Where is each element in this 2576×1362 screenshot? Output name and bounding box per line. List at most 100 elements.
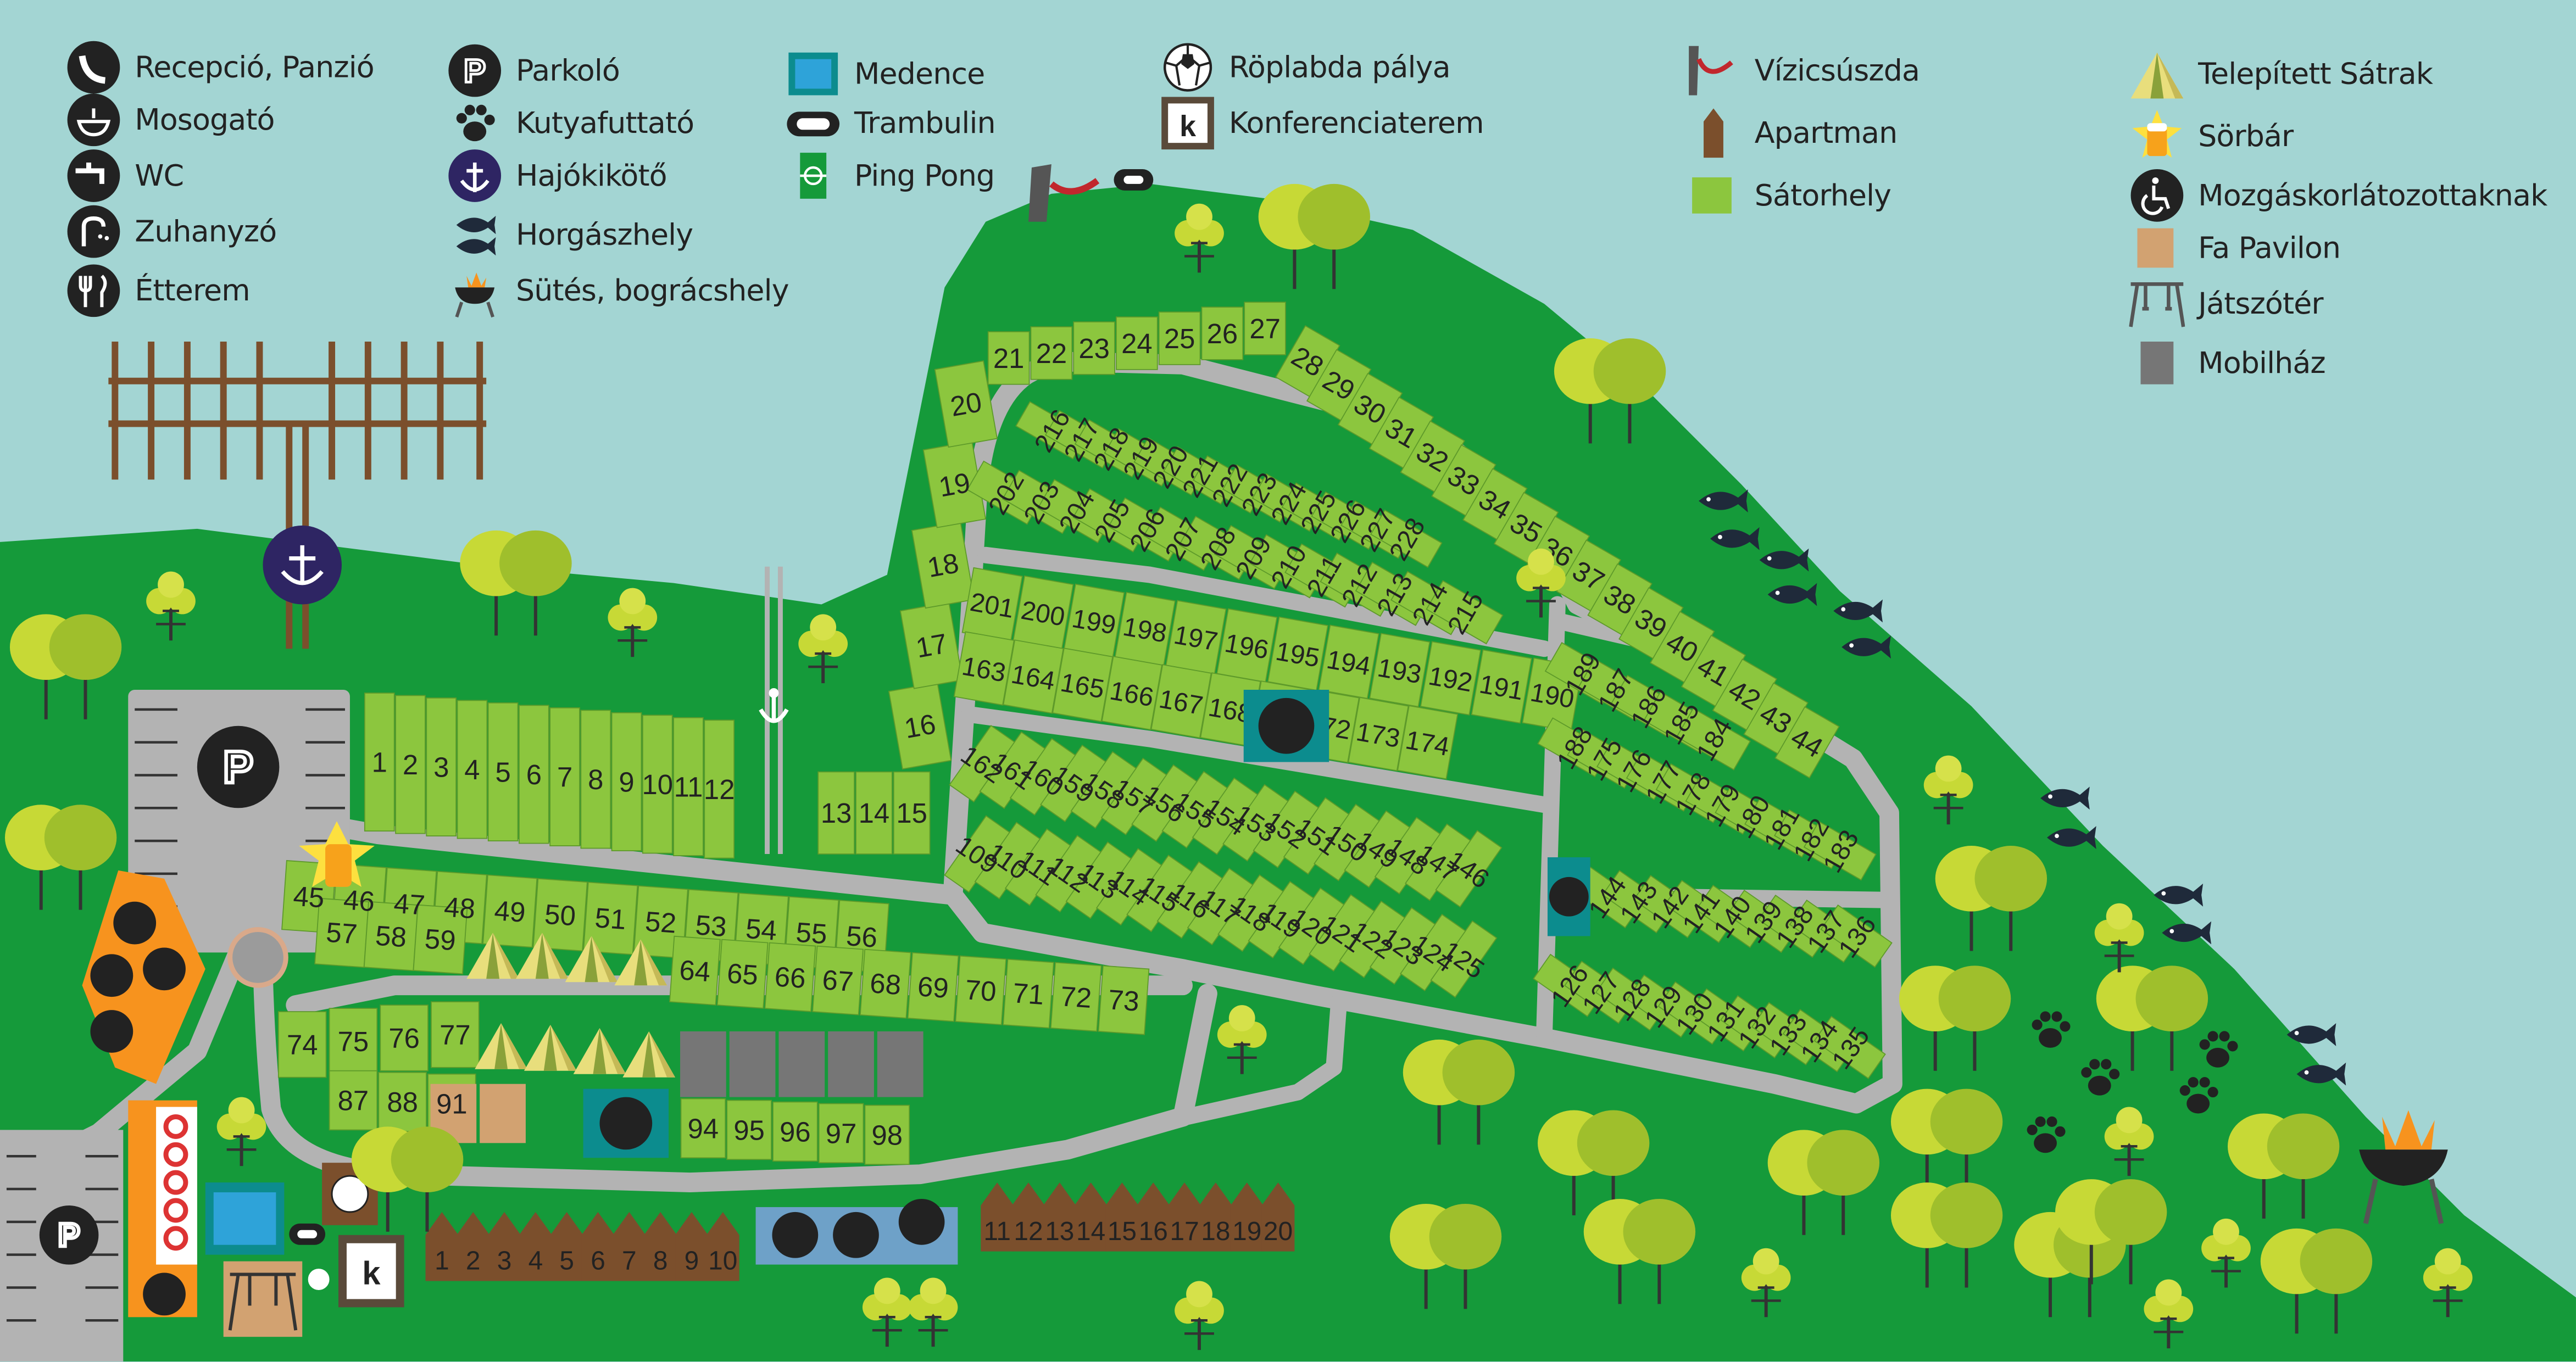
pool-icon	[785, 46, 841, 102]
tap-icon	[66, 148, 122, 204]
row-13-15-pitch	[855, 771, 893, 855]
sink-icon	[599, 1097, 653, 1150]
row-1-12-pitch	[487, 702, 519, 841]
row-45-56-label: 46	[342, 884, 375, 917]
shower-icon	[833, 1212, 879, 1258]
apartment-right-label: 11	[983, 1217, 1011, 1246]
row-57-59-label: 59	[424, 923, 457, 957]
block-c1-pitch	[1435, 830, 1503, 908]
shower-icon	[66, 204, 122, 260]
tap-icon	[772, 1212, 819, 1258]
arc-28-44-pitch	[1774, 706, 1840, 779]
svg-text:k: k	[1179, 110, 1196, 143]
apartment-right-house	[1199, 1182, 1232, 1252]
apartment-bottom-house	[550, 1212, 583, 1281]
conference-k-icon: k	[362, 1254, 381, 1291]
legend-label: Sátorhely	[1754, 178, 1891, 213]
legend-item: Étterem	[66, 263, 251, 319]
conference-k-icon: k	[1160, 95, 1216, 151]
row-64-73-pitch	[955, 955, 1007, 1025]
row-45-56-label: 49	[493, 895, 526, 928]
table-icon	[163, 1226, 188, 1251]
phone-icon	[66, 40, 122, 96]
legend-item: Medence	[785, 46, 985, 102]
ping-pong-icon	[785, 148, 841, 204]
row-1-12-label: 6	[526, 759, 542, 790]
row-64-73-label: 73	[1107, 984, 1140, 1017]
block-a1-pitch	[1370, 509, 1443, 568]
block-d1-pitch	[1676, 707, 1751, 771]
row-94-98-pitch	[680, 1098, 726, 1159]
row-45-56-label: 55	[795, 917, 828, 950]
row-57-59-label: 58	[374, 920, 407, 953]
parking-icon	[39, 1205, 99, 1265]
row-21-27-pitch	[1244, 302, 1286, 355]
row-64-73-label: 72	[1059, 980, 1092, 1014]
row-64-73-label: 69	[916, 970, 949, 1004]
legend-item: Telepített Sátrak	[2129, 46, 2433, 102]
apartment-right-house	[1261, 1182, 1295, 1252]
playground-icon	[2129, 276, 2185, 332]
apartment-icon	[1685, 105, 1742, 161]
volleyball-icon	[1160, 40, 1216, 96]
row-45-56-label: 56	[845, 920, 878, 953]
row-1-12-label: 4	[464, 754, 480, 785]
row-1-12-label: 2	[403, 749, 418, 780]
row-13-15-label: 15	[896, 797, 927, 829]
row-45-56-label: 54	[745, 913, 778, 946]
row-1-12-label: 11	[674, 771, 703, 802]
col-16-20-label: 18	[925, 547, 961, 583]
row-64-73-pitch	[907, 952, 959, 1022]
row-1-12-pitch	[611, 712, 642, 851]
small-pier	[765, 566, 783, 855]
legend-label: Konferenciaterem	[1228, 105, 1484, 141]
row-1-12-label: 8	[588, 764, 603, 795]
mobile-home	[877, 1031, 923, 1097]
apartment-bottom-house	[675, 1212, 708, 1281]
parking-icon-letter: P	[58, 1216, 80, 1253]
row-64-73-pitch	[716, 939, 769, 1009]
legend-label: Mosogató	[135, 102, 275, 137]
apartment-right-label: 13	[1045, 1217, 1074, 1246]
apartment-right-label: 19	[1232, 1217, 1261, 1246]
legend-item: k Konferenciaterem	[1160, 95, 1484, 151]
boat-dock	[108, 342, 487, 649]
row-94-98-pitch	[818, 1103, 864, 1164]
row-1-12-pitch	[580, 710, 611, 849]
row-94-98-pitch	[864, 1104, 910, 1165]
apartment-right-label: 20	[1264, 1217, 1293, 1246]
table-icon	[163, 1170, 188, 1195]
row-45-56-label: 51	[594, 902, 627, 935]
shower-icon	[143, 947, 186, 991]
water-slide-icon	[1028, 164, 1051, 222]
row-45-56-pitch	[532, 878, 588, 952]
row-94-98-label: 97	[826, 1118, 857, 1149]
wheelchair-icon	[2129, 168, 2185, 224]
legend-label: Trambulin	[854, 105, 996, 141]
row-87-91-pitch	[378, 1071, 427, 1132]
legend-item: Hajókikötő	[447, 148, 667, 204]
row-45-56-label: 48	[443, 891, 476, 925]
block-e2-pitch	[1813, 1015, 1886, 1079]
row-87-91-label: 88	[387, 1087, 418, 1118]
legend-label: WC	[135, 158, 184, 193]
row-87-91-pitch	[329, 1070, 378, 1131]
legend-item: WC	[66, 148, 184, 204]
apartment-bottom-house	[613, 1212, 646, 1281]
parking-icon: P	[447, 43, 503, 99]
fish-icon	[447, 207, 503, 263]
row-1-12-label: 1	[372, 746, 387, 778]
block-e1-pitch	[1820, 904, 1893, 968]
row-21-27-pitch	[1116, 316, 1158, 370]
legend-label: Horgászhely	[515, 217, 693, 253]
sink-icon	[1549, 877, 1589, 917]
apartment-bottom-label: 10	[708, 1247, 737, 1276]
legend-label: Játszótér	[2198, 286, 2323, 321]
row-74-77-label: 76	[388, 1023, 420, 1054]
beer-icon	[325, 844, 352, 887]
row-64-73-label: 64	[678, 954, 711, 987]
block-b1-pitch	[1267, 616, 1329, 691]
